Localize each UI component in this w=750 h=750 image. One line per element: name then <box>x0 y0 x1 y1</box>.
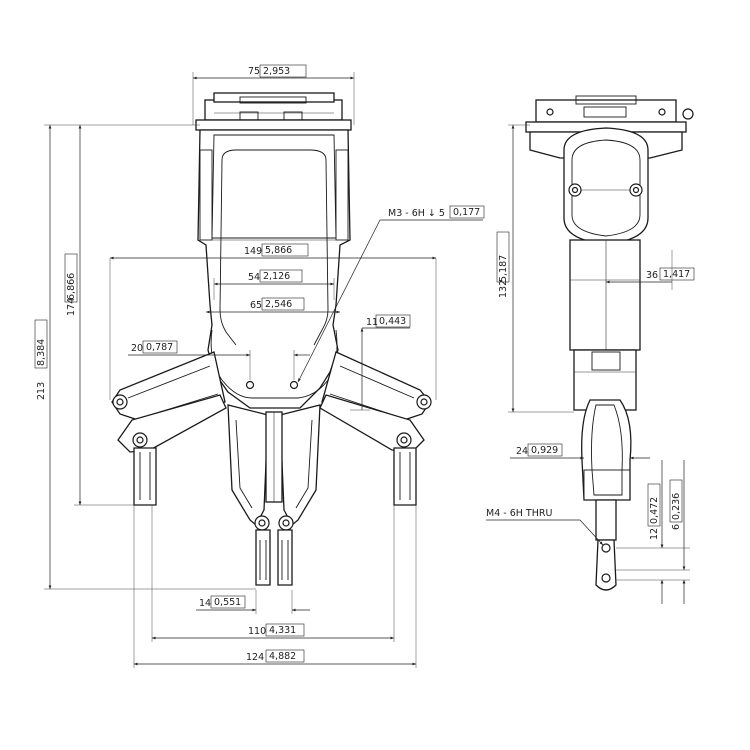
dim-11-label: 11 <box>366 317 378 328</box>
dim-149-label: 149 <box>244 246 262 257</box>
dim-132-inch-label: 5,187 <box>498 255 509 282</box>
dim-124-label: 124 <box>246 652 264 663</box>
dim-54-inch-label: 2,126 <box>263 271 290 282</box>
dim-213-inch-label: 8,384 <box>36 339 47 366</box>
dim-54-label: 54 <box>248 272 260 283</box>
dim-132-label: 132 <box>498 280 509 298</box>
dim-65-inch-label: 2,546 <box>265 299 292 310</box>
dim-174-label: 174 <box>66 298 77 316</box>
front-main-body <box>197 129 351 409</box>
side-finger <box>581 399 632 591</box>
dim-24-label: 24 <box>516 446 528 457</box>
callout-m4-label: M4 - 6H THRU <box>486 508 552 519</box>
dim-36-label: 36 <box>646 270 658 281</box>
dim-75-inch-label: 2,953 <box>263 66 290 77</box>
dim-213-label: 213 <box>36 382 47 400</box>
front-top-mount <box>195 92 352 131</box>
dim-6-label: 6 <box>671 524 682 530</box>
dim-14-label: 14 <box>199 598 211 609</box>
dim-20-label: 20 <box>131 343 143 354</box>
callout-m3-inch-label: 0,177 <box>453 207 480 218</box>
callout-m3-label: M3 - 6H ↓ 5 <box>388 208 445 219</box>
dim-110-label: 110 <box>248 626 266 637</box>
front-left-arm <box>111 351 227 506</box>
front-center-fingers <box>227 404 321 586</box>
dim-36-inch-label: 1,417 <box>663 269 690 280</box>
side-dimensions: 132 5,187 36 1,417 24 0,929 M4 - 6H THRU <box>486 124 695 604</box>
dim-14-inch-label: 0,551 <box>214 597 241 608</box>
dim-24-inch-label: 0,929 <box>531 445 558 456</box>
side-body <box>563 127 649 411</box>
dim-12-label: 12 <box>649 528 660 540</box>
dim-65-label: 65 <box>250 300 262 311</box>
front-dimensions: 75 2,953 213 8,384 174 6,866 149 5,866 <box>34 64 485 668</box>
side-view: 132 5,187 36 1,417 24 0,929 M4 - 6H THRU <box>486 95 695 604</box>
dim-174-inch-label: 6,866 <box>66 273 77 300</box>
dim-11-inch-label: 0,443 <box>379 316 406 327</box>
dim-75-label: 75 <box>248 66 260 77</box>
front-view: 75 2,953 213 8,384 174 6,866 149 5,866 <box>34 64 485 668</box>
dim-6-inch-label: 0,236 <box>671 493 682 520</box>
dim-20-inch-label: 0,787 <box>146 342 173 353</box>
dim-149-inch-label: 5,866 <box>265 245 292 256</box>
dim-12-inch-label: 0,472 <box>649 497 660 524</box>
dim-124-inch-label: 4,882 <box>269 651 296 662</box>
front-right-arm <box>319 351 432 506</box>
dim-110-inch-label: 4,331 <box>269 625 296 636</box>
